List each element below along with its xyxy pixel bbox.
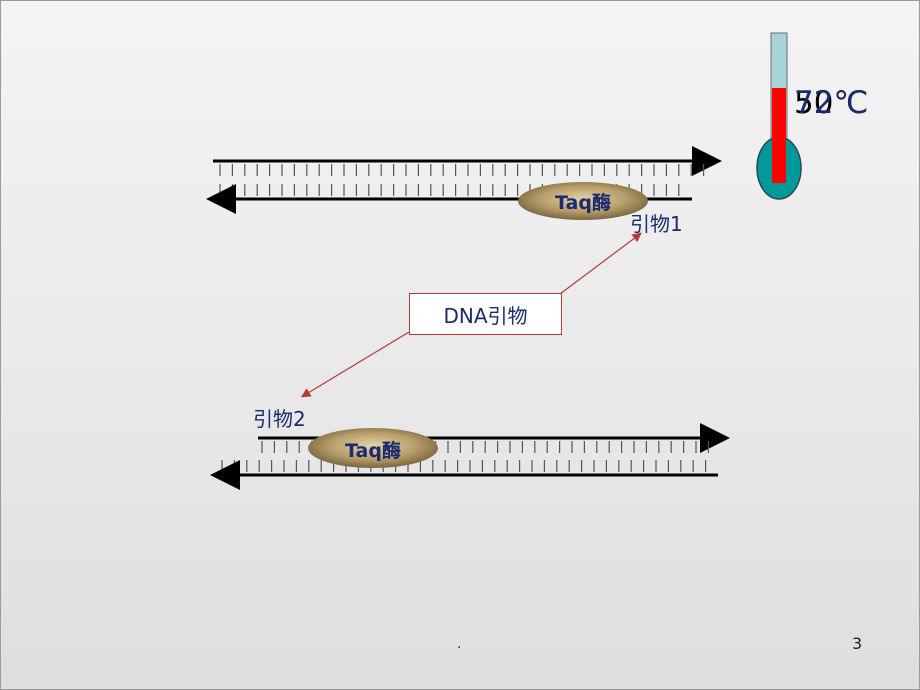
- thermometer: [756, 32, 802, 200]
- bottom-strand-lower-ticks: [221, 460, 707, 472]
- primer1-label: 引物1: [630, 212, 683, 236]
- dna-primer-box: DNA引物: [409, 293, 562, 335]
- footer-dot: .: [457, 636, 462, 652]
- top-strand-upper-ticks: [219, 164, 705, 176]
- taq-enzyme-top-label: Taq酶: [555, 191, 611, 214]
- taq-enzyme-bottom-label: Taq酶: [345, 439, 401, 462]
- pointer-arrow-primer2: [300, 331, 410, 398]
- thermometer-mercury: [772, 88, 786, 183]
- page-number: 3: [852, 634, 863, 653]
- pointer-arrow-primer1: [559, 232, 642, 295]
- taq-enzyme-top-oval: [518, 182, 648, 220]
- temperature-value-a: 50℃: [794, 85, 869, 121]
- temperature-value-b: 72℃: [794, 85, 869, 121]
- primer2-label: 引物2: [253, 407, 306, 431]
- bottom-dna-strand: [210, 423, 730, 490]
- taq-enzyme-bottom-oval: [308, 428, 438, 468]
